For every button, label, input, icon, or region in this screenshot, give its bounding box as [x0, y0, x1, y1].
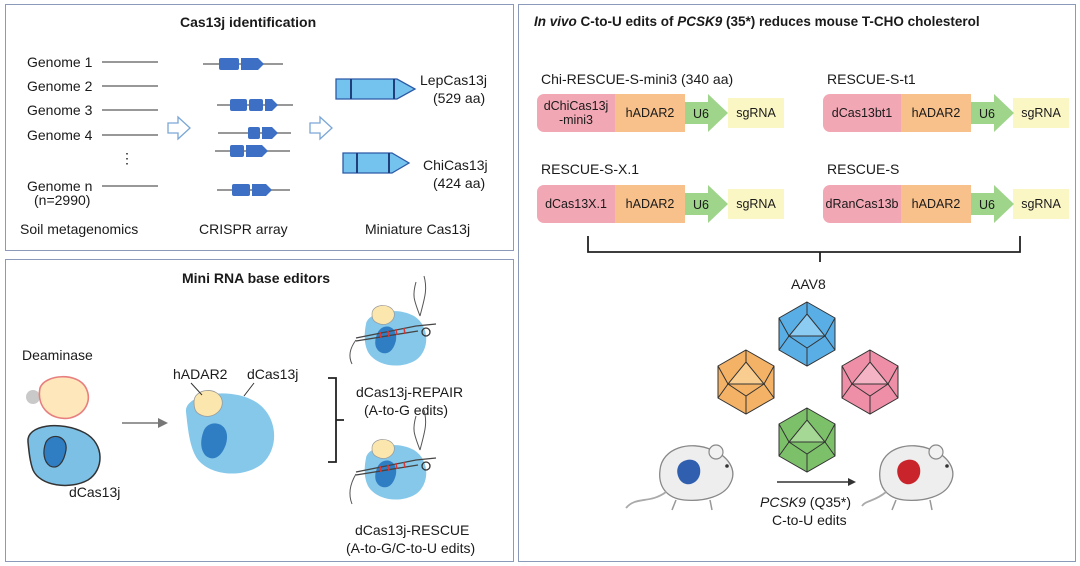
crispr-array-3	[248, 127, 278, 139]
aav-capsid-blue	[778, 301, 836, 367]
u6-arrow-3	[685, 185, 728, 223]
label-repair-name: dCas13j-REPAIR	[356, 384, 464, 400]
cas-chi-mini3: dChiCas13j -mini3	[537, 94, 615, 132]
editor-assembly	[185, 382, 275, 474]
protein-chicas13j	[342, 152, 411, 174]
adar-chi-mini3: hADAR2	[615, 94, 685, 132]
dcas13j-left-shape	[27, 425, 101, 487]
aav-capsid-green	[778, 407, 836, 473]
rescue-complex	[349, 409, 437, 505]
label-aav8: AAV8	[791, 276, 826, 292]
genome-label-3: Genome 3	[27, 102, 93, 118]
adar-x1: hADAR2	[615, 185, 685, 223]
adar-rescue-s: hADAR2	[901, 185, 971, 223]
protein-lepcas13j	[335, 78, 417, 100]
u6-arrow-2	[971, 94, 1014, 132]
crispr-array-1	[219, 58, 264, 70]
label-repair-detail: (A-to-G edits)	[364, 402, 449, 418]
label-miniature-cas13j: Miniature Cas13j	[365, 221, 471, 237]
label-edit-type: C-to-U edits	[772, 512, 847, 528]
crispr-array-2	[230, 99, 278, 111]
cas-x1: dCas13X.1	[537, 185, 615, 223]
repair-complex	[349, 275, 437, 366]
panel-title-editors: Mini RNA base editors	[182, 270, 331, 286]
protein-name-chi: ChiCas13j	[423, 157, 488, 173]
bottom-brace	[587, 236, 1021, 262]
cas-rescue-s: dRanCas13b	[823, 185, 901, 223]
protein-size-lep: (529 aa)	[433, 90, 486, 106]
panel-title-identification: Cas13j identification	[180, 14, 317, 30]
u6-arrow-1	[685, 94, 728, 132]
label-rescue-name: dCas13j-RESCUE	[355, 522, 470, 538]
edit-site: (Q35*)	[805, 494, 852, 510]
label-dcas13j-mid: dCas13j	[247, 366, 299, 382]
protein-size-chi: (424 aa)	[433, 175, 486, 191]
mouse-after-icon	[861, 444, 954, 511]
u6-label-1: U6	[693, 107, 709, 121]
genome-label-4: Genome 4	[27, 127, 93, 143]
sgrna-rescue-s: sgRNA	[1013, 189, 1069, 219]
label-edit-site: PCSK9 (Q35*)	[760, 494, 851, 510]
crispr-array-5	[232, 184, 272, 196]
title-end: (35*) reduces mouse T-CHO cholesterol	[722, 14, 980, 29]
u6-label-2: U6	[979, 107, 995, 121]
crispr-array-4	[230, 145, 268, 157]
construct-name-x1: RESCUE-S-X.1	[541, 161, 640, 177]
mouse-before-icon	[625, 444, 734, 511]
title-mid: C-to-U edits of	[576, 14, 678, 29]
construct-name-t1: RESCUE-S-t1	[827, 71, 916, 87]
sgrna-t1: sgRNA	[1013, 98, 1069, 128]
aav-capsid-pink	[841, 349, 899, 415]
arrow-right-2	[309, 115, 333, 141]
construct-name-chi-mini3: Chi-RESCUE-S-mini3 (340 aa)	[541, 71, 734, 87]
aav-capsid-orange	[717, 349, 775, 415]
genome-label-1: Genome 1	[27, 54, 93, 70]
panel-title-invivo: In vivo C-to-U edits of PCSK9 (35*) redu…	[534, 14, 980, 29]
label-dcas13j-left: dCas13j	[69, 484, 121, 500]
adar-t1: hADAR2	[901, 94, 971, 132]
cas-t1: dCas13bt1	[823, 94, 901, 132]
genome-label-2: Genome 2	[27, 78, 93, 94]
label-hadar2: hADAR2	[173, 366, 228, 382]
label-deaminase: Deaminase	[22, 347, 93, 363]
construct-name-rescue-s: RESCUE-S	[827, 161, 900, 177]
u6-arrow-4	[971, 185, 1014, 223]
label-soil-metagenomics: Soil metagenomics	[20, 221, 139, 237]
arrow-right-1	[167, 115, 191, 141]
panel-cas13j-identification	[5, 4, 514, 251]
u6-label-3: U6	[693, 198, 709, 212]
u6-label-4: U6	[979, 198, 995, 212]
title-in-vivo: In vivo	[534, 14, 577, 29]
edit-gene: PCSK9	[760, 494, 806, 510]
genome-label-n: Genome n	[27, 178, 93, 194]
deaminase-shape	[26, 376, 90, 420]
protein-name-lep: LepCas13j	[420, 72, 487, 88]
sgrna-chi-mini3: sgRNA	[728, 98, 784, 128]
genome-ellipsis: ⋮	[120, 150, 134, 166]
sgrna-x1: sgRNA	[728, 189, 784, 219]
genome-count: (n=2990)	[34, 192, 91, 208]
bracket	[328, 377, 344, 463]
label-crispr-array: CRISPR array	[199, 221, 288, 237]
label-rescue-detail: (A-to-G/C-to-U edits)	[346, 540, 476, 556]
title-pcsk9: PCSK9	[677, 14, 723, 29]
